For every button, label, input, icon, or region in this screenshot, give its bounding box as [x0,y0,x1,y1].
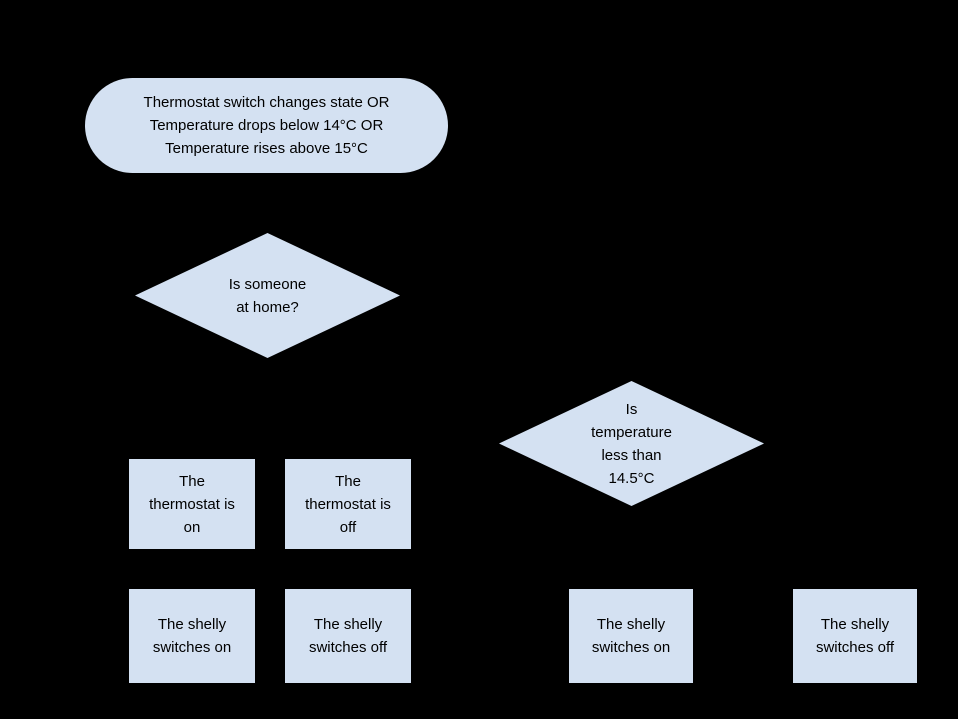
process-node-shelly-off-left[interactable]: The shelly switches off [285,589,411,683]
process-node-shelly-on-right[interactable]: The shelly switches on [569,589,693,683]
process-node-shelly-off-left-label: The shelly switches off [308,616,388,656]
process-node-shelly-on-left-label: The shelly switches on [152,616,232,656]
decision-node-is-someone-at-home[interactable]: Is someone at home? [135,233,400,358]
decision-node-is-temperature-less-than-label: Is temperature less than 14.5°C [591,400,672,487]
process-node-shelly-off-right[interactable]: The shelly switches off [793,589,917,683]
diamond-shape-icon [499,381,764,506]
start-node-trigger[interactable]: Thermostat switch changes state OR Tempe… [85,78,448,173]
decision-node-is-temperature-less-than[interactable]: Is temperature less than 14.5°C [499,381,764,506]
process-node-thermostat-off[interactable]: The thermostat is off [285,459,411,549]
process-node-shelly-on-right-label: The shelly switches on [591,616,671,656]
process-node-thermostat-on[interactable]: The thermostat is on [129,459,255,549]
start-node-label: Thermostat switch changes state OR Tempe… [143,94,390,157]
process-node-shelly-on-left[interactable]: The shelly switches on [129,589,255,683]
process-node-thermostat-off-label: The thermostat is off [305,472,391,536]
process-node-thermostat-on-label: The thermostat is on [149,472,235,536]
process-node-shelly-off-right-label: The shelly switches off [815,616,895,656]
diamond-shape-icon [135,233,400,358]
decision-node-is-someone-at-home-label: Is someone at home? [228,275,307,316]
